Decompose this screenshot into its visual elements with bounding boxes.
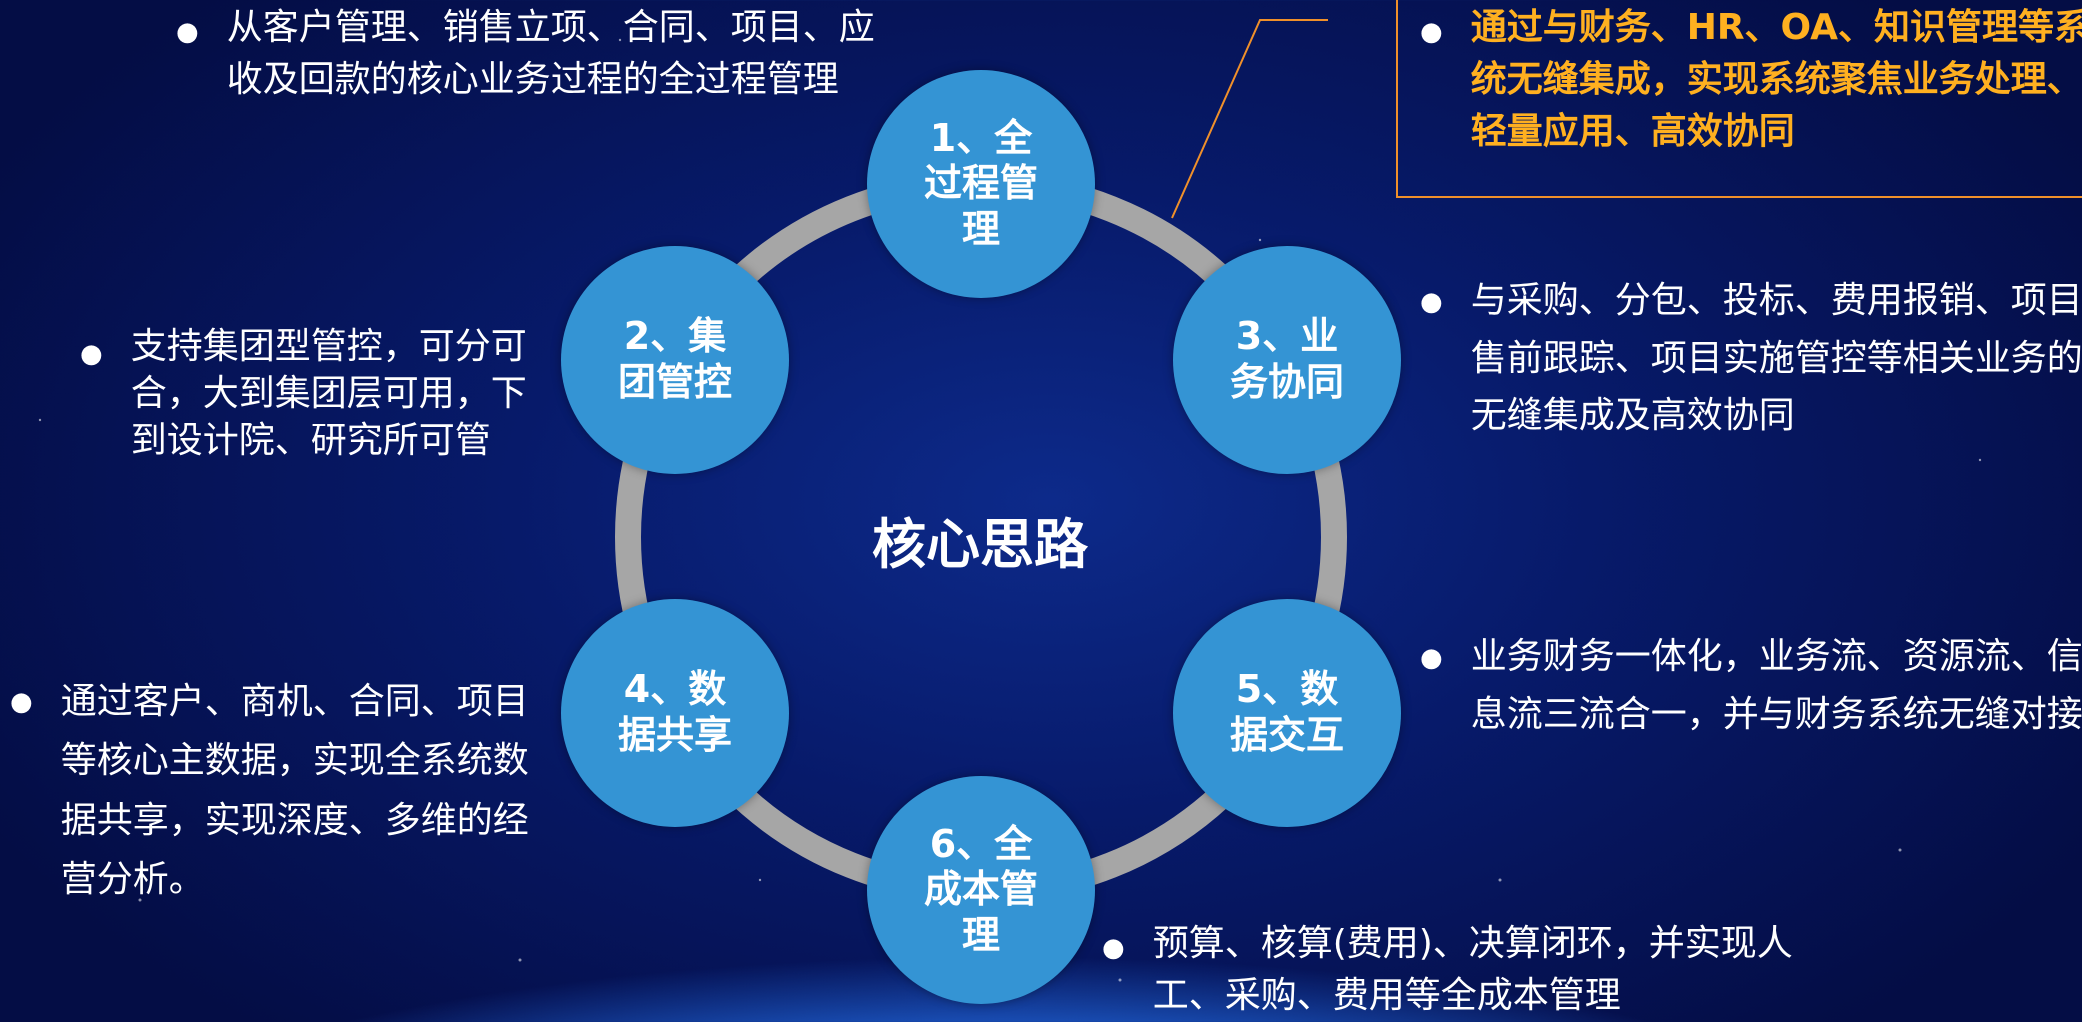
desc-data-interaction: ● 业务财务一体化，业务流、资源流、信息流三流合一，并与财务系统无缝对接: [1420, 628, 2082, 743]
node-full-process: 1、全过程管理: [867, 70, 1095, 298]
desc-full-cost: ● 预算、核算(费用)、决算闭环，并实现人工、采购、费用等全成本管理: [1102, 918, 1822, 1022]
bullet-dot: ●: [10, 687, 33, 717]
desc-group-control: ● 支持集团型管控，可分可合，大到集团层可用，下到设计院、研究所可管: [80, 324, 540, 464]
bullet-dot: ●: [80, 339, 103, 369]
node-data-sharing: 4、数据共享: [561, 599, 789, 827]
bullet-dot: ●: [1102, 933, 1125, 963]
bullet-dot: ●: [1420, 17, 1443, 47]
node-full-cost: 6、全成本管理: [867, 776, 1095, 1004]
callout-line: [1171, 19, 1328, 219]
bullet-dot: ●: [1420, 287, 1443, 317]
node-business-collab: 3、业务协同: [1173, 246, 1401, 474]
node-data-interaction: 5、数据交互: [1173, 599, 1401, 827]
bullet-dot: ●: [1420, 643, 1443, 673]
desc-full-process: ● 从客户管理、销售立项、合同、项目、应收及回款的核心业务过程的全过程管理: [176, 2, 876, 106]
highlight-box: [1396, 0, 2082, 198]
center-label: 核心思路: [872, 513, 1088, 576]
desc-data-sharing: ● 通过客户、商机、合同、项目等核心主数据，实现全系统数据共享，实现深度、多维的…: [10, 672, 530, 910]
node-group-control: 2、集团管控: [561, 246, 789, 474]
desc-business-collab: ● 与采购、分包、投标、费用报销、项目售前跟踪、项目实施管控等相关业务的无缝集成…: [1420, 272, 2082, 445]
bullet-dot: ●: [176, 17, 199, 47]
desc-integration-highlight: ● 通过与财务、HR、OA、知识管理等系统无缝集成，实现系统聚焦业务处理、轻量应…: [1420, 2, 2082, 159]
